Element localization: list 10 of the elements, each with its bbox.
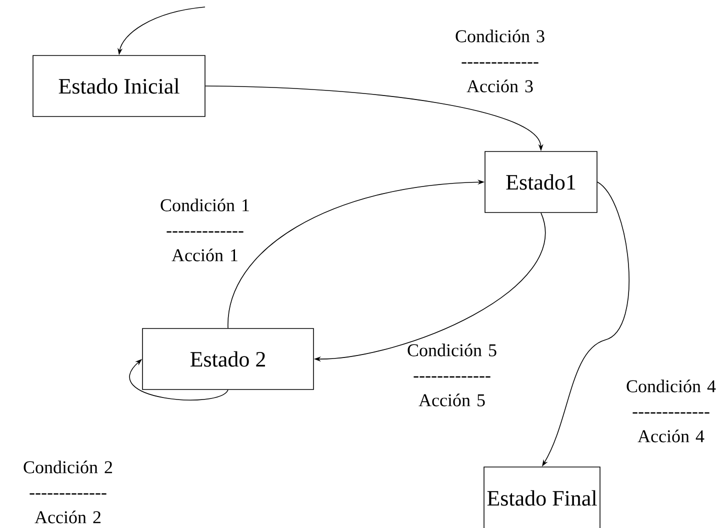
state-box: Estado Final — [484, 466, 600, 528]
edge-label: Condición 2 ------------- Acción 2 — [24, 460, 112, 524]
edge-label: Condición 5 ------------- Acción 5 — [408, 344, 496, 406]
edge-label: Condición 1 ------------- Acción 1 — [160, 198, 249, 262]
arrow — [129, 359, 228, 400]
edge-label: Condición 3 ------------- Acción 3 — [456, 30, 544, 92]
state-box: Estado Inicial — [32, 55, 206, 117]
edge-label: Condición 4 ------------- Acción 4 — [626, 380, 716, 442]
state-box: Estado 2 — [142, 328, 314, 390]
state-box: Estado1 — [484, 151, 598, 213]
